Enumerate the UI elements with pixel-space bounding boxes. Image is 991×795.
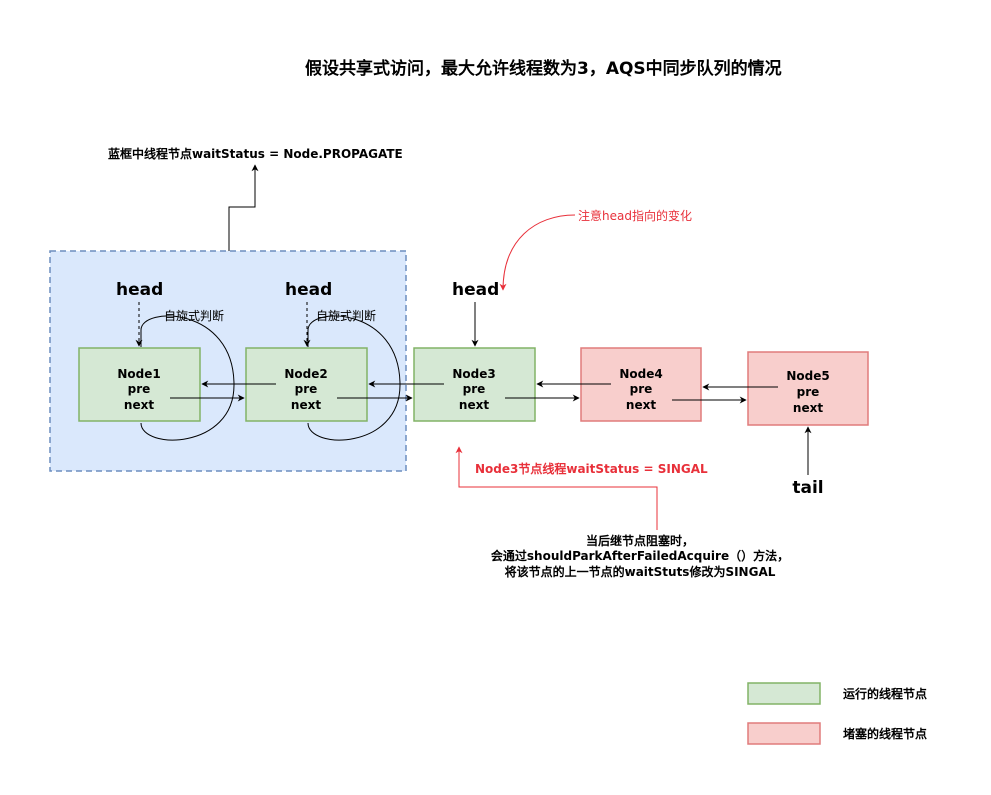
legend-running-label: 运行的线程节点 (843, 686, 927, 701)
propagate-label: 蓝框中线程节点waitStatus = Node.PROPAGATE (108, 146, 403, 161)
node4-name: Node4 (619, 367, 662, 381)
node1-spin-label: 自旋式判断 (164, 308, 224, 323)
legend-blocked-label: 堵塞的线程节点 (843, 726, 927, 741)
node4-next: next (626, 398, 656, 412)
node3-pre: pre (463, 382, 486, 396)
node2-spin-loop (307, 315, 401, 441)
node2-spin-label: 自旋式判断 (316, 308, 376, 323)
node2-next: next (291, 398, 321, 412)
node1: Node1 pre next (78, 347, 201, 422)
node5-name: Node5 (786, 369, 829, 383)
node5-next: next (793, 401, 823, 415)
node2-pre: pre (295, 382, 318, 396)
node1-box (78, 347, 201, 422)
legend: 运行的线程节点 堵塞的线程节点 (747, 682, 927, 745)
node3-status-connector (455, 446, 658, 530)
node1-next: next (124, 398, 154, 412)
node3-name: Node3 (452, 367, 495, 381)
node3-next: next (459, 398, 489, 412)
explanation-line-1: 当后继节点阻塞时， (586, 533, 694, 548)
legend-blocked-swatch (747, 722, 821, 745)
node1-spin-loop (140, 315, 235, 441)
node1-name: Node1 (117, 367, 160, 381)
node1-pre: pre (128, 382, 151, 396)
node2-head-label: head (285, 280, 332, 300)
node3-status-label: Node3节点线程waitStatus = SINGAL (475, 461, 708, 476)
head-change-connector (499, 214, 576, 291)
legend-running-swatch (747, 682, 821, 705)
propagate-connector (228, 164, 259, 251)
node1-head-label: head (116, 280, 163, 300)
node4-pre: pre (630, 382, 653, 396)
explanation-line-2: 会通过shouldParkAfterFailedAcquire（）方法， (491, 548, 789, 563)
node2-name: Node2 (284, 367, 327, 381)
head-change-note: 注意head指向的变化 (578, 208, 692, 223)
explanation-line-3: 将该节点的上一节点的waitStuts修改为SINGAL (505, 564, 776, 579)
node5: Node5 pre next (747, 351, 869, 426)
tail-label: tail (792, 478, 823, 498)
node5-pre: pre (797, 385, 820, 399)
node5-box (747, 351, 869, 426)
node3-head-label: head (452, 280, 499, 300)
diagram-title: 假设共享式访问，最大允许线程数为3，AQS中同步队列的情况 (305, 58, 782, 79)
